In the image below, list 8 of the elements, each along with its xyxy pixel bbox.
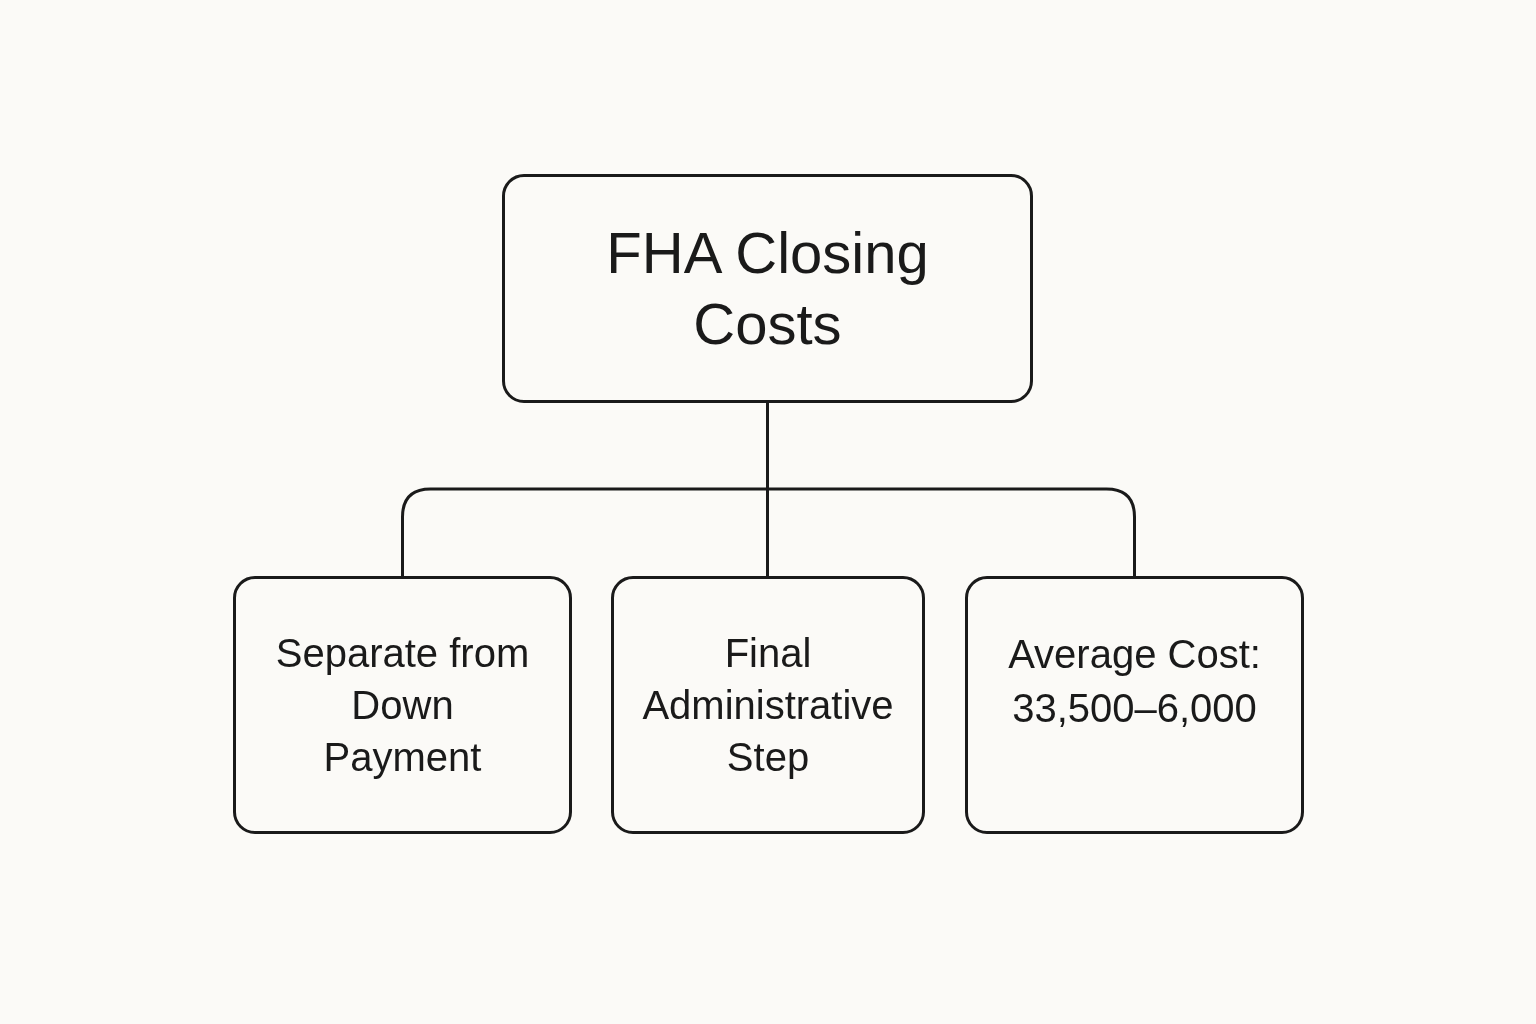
box-label: FHA Closing Costs <box>605 218 930 358</box>
box-label: Average Cost: 33,500–6,000 <box>1007 631 1262 732</box>
process-box <box>965 576 1304 834</box>
process-box <box>611 576 925 834</box>
process-box <box>233 576 572 834</box>
box-label: Final Administrative Step <box>641 630 895 781</box>
process-box <box>502 174 1033 403</box>
box-label: Separate from Down Payment <box>274 630 531 781</box>
